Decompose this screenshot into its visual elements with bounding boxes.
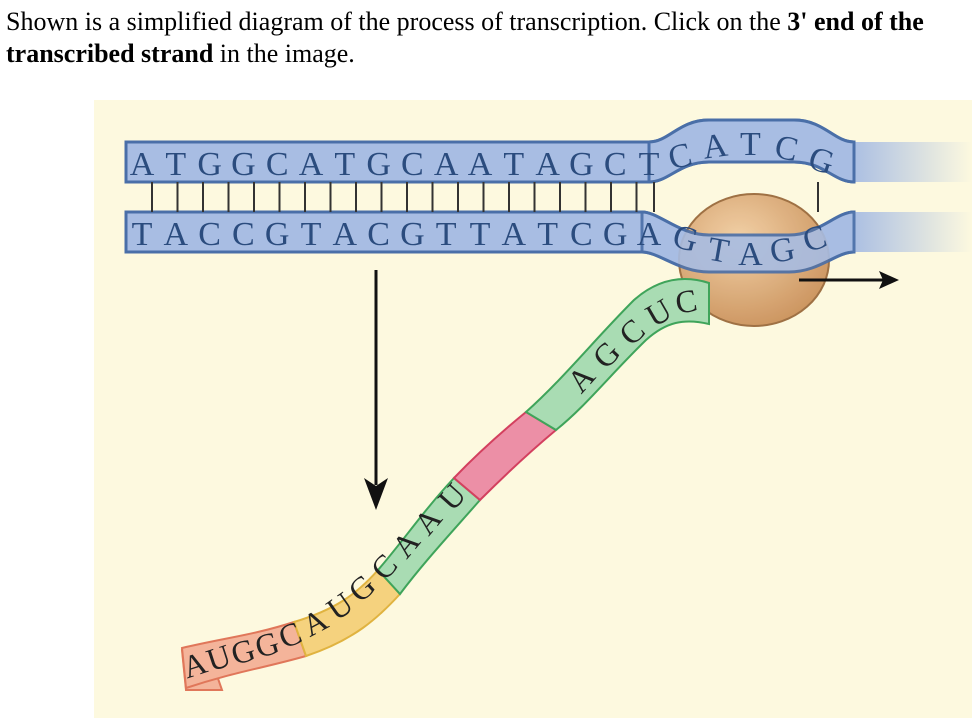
base-letter: C <box>198 216 221 253</box>
base-letter: T <box>470 216 491 253</box>
base-letter: T <box>301 216 322 253</box>
template-strand-right-end[interactable] <box>864 210 964 254</box>
question-text: Shown is a simplified diagram of the pro… <box>6 6 966 70</box>
base-letter: A <box>333 216 358 253</box>
base-letter: C <box>570 216 593 253</box>
base-letter: C <box>367 216 390 253</box>
base-letter: T <box>132 216 153 253</box>
base-letter: T <box>537 216 558 253</box>
bottom-strand-bubble <box>640 210 856 274</box>
base-letter: G <box>400 216 425 253</box>
bottom-strand-letters: TACCGTACGTTATCGAGTAGC <box>132 216 832 273</box>
base-letter: G <box>231 146 256 183</box>
base-letter: T <box>503 146 524 183</box>
base-letter: T <box>334 146 355 183</box>
base-letter: A <box>535 146 560 183</box>
base-letter: A <box>502 216 527 253</box>
base-letter: A <box>468 146 493 183</box>
base-letter: G <box>569 146 594 183</box>
coding-strand-right-end[interactable] <box>864 140 964 184</box>
question-outro: in the image. <box>213 39 355 68</box>
base-pair-rungs <box>151 182 638 212</box>
base-letter: G <box>197 146 222 183</box>
rna-3-prime-end[interactable] <box>674 278 714 328</box>
base-letter: T <box>639 146 660 183</box>
direction-arrow <box>799 271 899 289</box>
rna-5-prime-end[interactable] <box>180 640 220 692</box>
base-letter: A <box>738 236 763 273</box>
transcription-diagram[interactable]: ATGGCATGCAATAGCTCATCG TACCGTACGTTATCGAGT… <box>94 100 972 718</box>
base-letter: G <box>366 146 391 183</box>
coding-strand-left-end[interactable] <box>124 140 164 184</box>
base-letter: G <box>265 216 290 253</box>
base-letter: T <box>740 126 761 163</box>
base-letter: C <box>266 146 289 183</box>
rna-transcript[interactable] <box>180 277 710 691</box>
base-letter: C <box>604 146 627 183</box>
template-strand-left-end[interactable] <box>124 210 164 254</box>
base-letter: A <box>434 146 459 183</box>
base-letter: A <box>299 146 324 183</box>
vertical-arrow <box>364 270 388 510</box>
base-letter: G <box>603 216 628 253</box>
base-letter: A <box>164 216 189 253</box>
transcription-diagram-svg[interactable]: ATGGCATGCAATAGCTCATCG TACCGTACGTTATCGAGT… <box>94 100 972 718</box>
base-letter: C <box>401 146 424 183</box>
question-intro: Shown is a simplified diagram of the pro… <box>6 7 788 36</box>
base-letter: A <box>700 127 730 167</box>
base-letter: C <box>232 216 255 253</box>
top-strand-fade <box>849 142 972 182</box>
base-letter: A <box>637 216 662 253</box>
top-strand-bubble <box>647 118 856 184</box>
top-strand-letters: ATGGCATGCAATAGCTCATCG <box>130 126 839 183</box>
base-letter: T <box>436 216 457 253</box>
question-target: 3' end of the transcribed strand <box>6 7 924 68</box>
base-letter: T <box>165 146 186 183</box>
base-letter: A <box>130 146 155 183</box>
rna-segment-5 <box>524 277 710 432</box>
bottom-strand-fade <box>849 212 972 252</box>
